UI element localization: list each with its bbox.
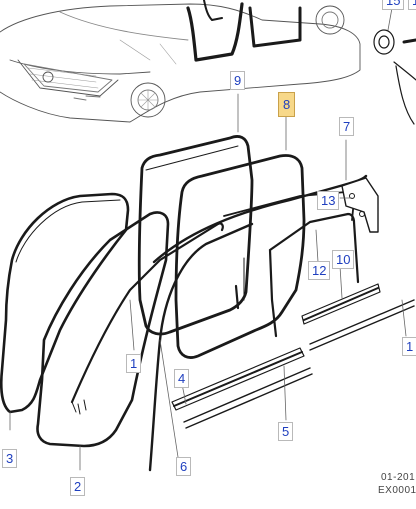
callout-2[interactable]: 2: [70, 477, 86, 496]
callout-13[interactable]: 13: [317, 191, 340, 210]
footer-code-line1: 01-201: [381, 472, 416, 483]
part-13-bracket: [341, 177, 379, 233]
callout-1-top[interactable]: 1: [408, 0, 416, 10]
part-9-seal: [137, 135, 254, 336]
callout-15[interactable]: 15: [382, 0, 405, 10]
footer-code-line2: EX0001: [378, 485, 416, 496]
callout-12[interactable]: 12: [308, 261, 331, 280]
callout-9[interactable]: 9: [230, 71, 246, 90]
part-1t-trim: [393, 61, 416, 125]
car-door-seal: [186, 2, 244, 62]
callout-7[interactable]: 7: [339, 117, 355, 136]
part-5-strip: [183, 367, 311, 423]
part-1r-strip: [309, 299, 415, 345]
callout-1[interactable]: 1: [126, 354, 142, 373]
part-1-seal: [70, 222, 224, 404]
callout-6[interactable]: 6: [176, 457, 192, 476]
part-15-grommet: [373, 7, 416, 55]
part-8-seal: [174, 154, 306, 359]
part-3-seal: [0, 192, 130, 414]
callout-10[interactable]: 10: [332, 250, 355, 269]
car-rear-door-seal: [248, 6, 302, 48]
callout-8[interactable]: 8: [278, 92, 296, 117]
callout-4[interactable]: 4: [174, 369, 190, 388]
callout-3[interactable]: 3: [2, 449, 18, 468]
callout-1-right[interactable]: 1: [402, 337, 416, 356]
callout-5[interactable]: 5: [278, 422, 294, 441]
car-illustration: [0, 3, 361, 123]
part-2-seal: [36, 211, 170, 448]
